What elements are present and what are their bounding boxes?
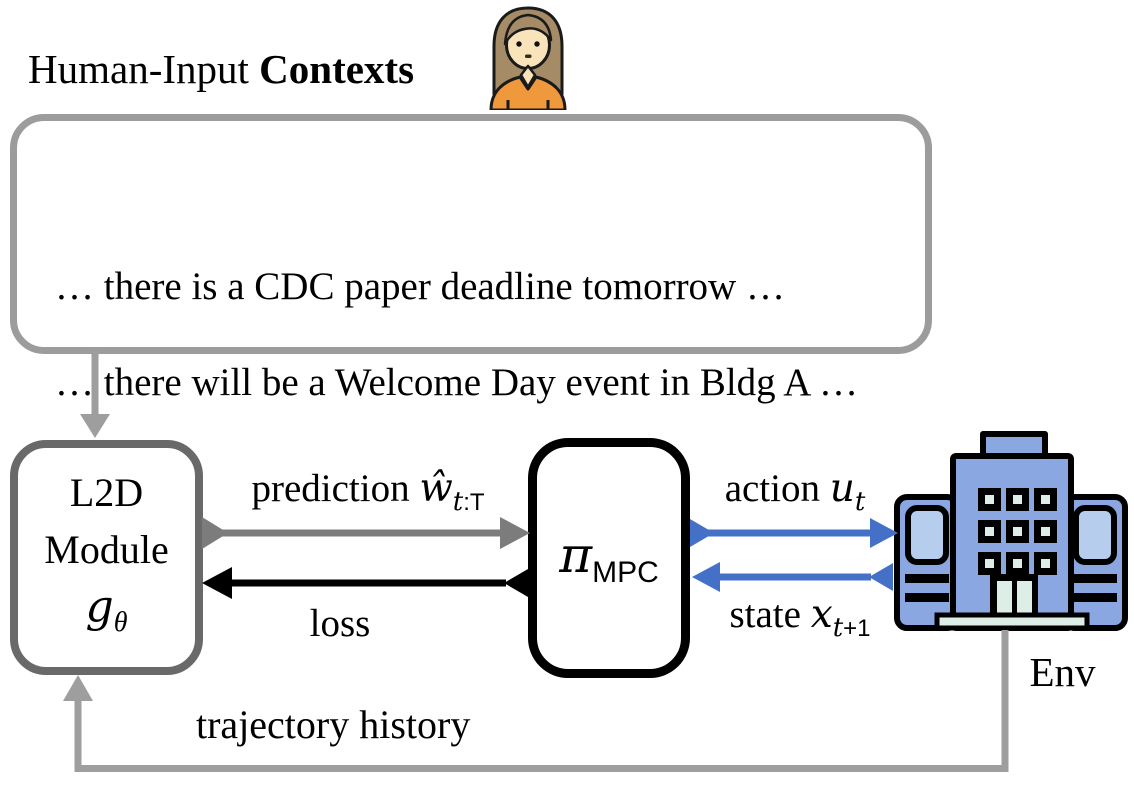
- pi-symbol: π: [559, 526, 593, 584]
- figure-title-regular: Human-Input: [28, 46, 260, 92]
- woman-icon: [489, 6, 567, 110]
- loss-arrow: [202, 567, 528, 599]
- building-window-grid: [978, 488, 1057, 575]
- prediction-word: prediction: [251, 467, 420, 510]
- woman-neck: [519, 64, 537, 89]
- action-label: action ut: [700, 466, 890, 525]
- figure-title: Human-Input Contexts: [28, 44, 414, 94]
- woman-hair-fringe: [503, 13, 553, 46]
- l2d-module-symbol: gθ: [86, 578, 128, 651]
- loss-label: loss: [309, 602, 371, 645]
- context-box: … there is a CDC paper deadline tomorrow…: [10, 114, 932, 454]
- woman-sleeve-lines: [506, 100, 550, 110]
- l2d-module-name-line2: Module: [44, 527, 169, 573]
- l2d-module-box: L2D Module gθ: [10, 440, 203, 675]
- g-symbol: g: [85, 581, 114, 633]
- building-right-wing-window: [1073, 505, 1117, 565]
- pi-symbol-subscript: MPC: [592, 556, 659, 589]
- trajectory-label: trajectory history: [196, 702, 471, 747]
- woman-mouth: [525, 54, 532, 58]
- context-line: … there is a CDC paper deadline tomorrow…: [55, 265, 785, 308]
- building-icon: [894, 431, 1128, 631]
- l2d-module-name-line1: L2D: [69, 470, 144, 516]
- state-label: state xt+1: [695, 592, 905, 652]
- state-symbol: x: [810, 592, 833, 637]
- woman-eye-left: [516, 41, 522, 47]
- mpc-policy-box: πMPC: [528, 438, 690, 678]
- action-word: action: [724, 467, 830, 510]
- state-word: state: [729, 593, 811, 636]
- env-label: Env: [1029, 649, 1096, 695]
- context-line: … there will be a Welcome Day event in B…: [55, 361, 859, 404]
- state-subscript: t+1: [832, 612, 871, 643]
- g-symbol-subscript: θ: [113, 606, 128, 638]
- action-subscript: t: [854, 486, 866, 517]
- prediction-symbol: ŵ: [419, 466, 453, 511]
- building-left-wing-window: [905, 505, 949, 565]
- woman-eye-right: [534, 41, 540, 47]
- mpc-policy-symbol: πMPC: [559, 526, 659, 590]
- building-door: [990, 574, 1038, 620]
- action-symbol: u: [829, 466, 855, 511]
- prediction-subscript: t:T: [452, 486, 485, 517]
- prediction-label: prediction ŵt:T: [212, 466, 524, 526]
- figure-title-bold: Contexts: [259, 46, 415, 92]
- building-wing-bars: [905, 574, 1117, 602]
- building-base-platform: [934, 612, 1090, 631]
- state-arrow: [692, 562, 893, 592]
